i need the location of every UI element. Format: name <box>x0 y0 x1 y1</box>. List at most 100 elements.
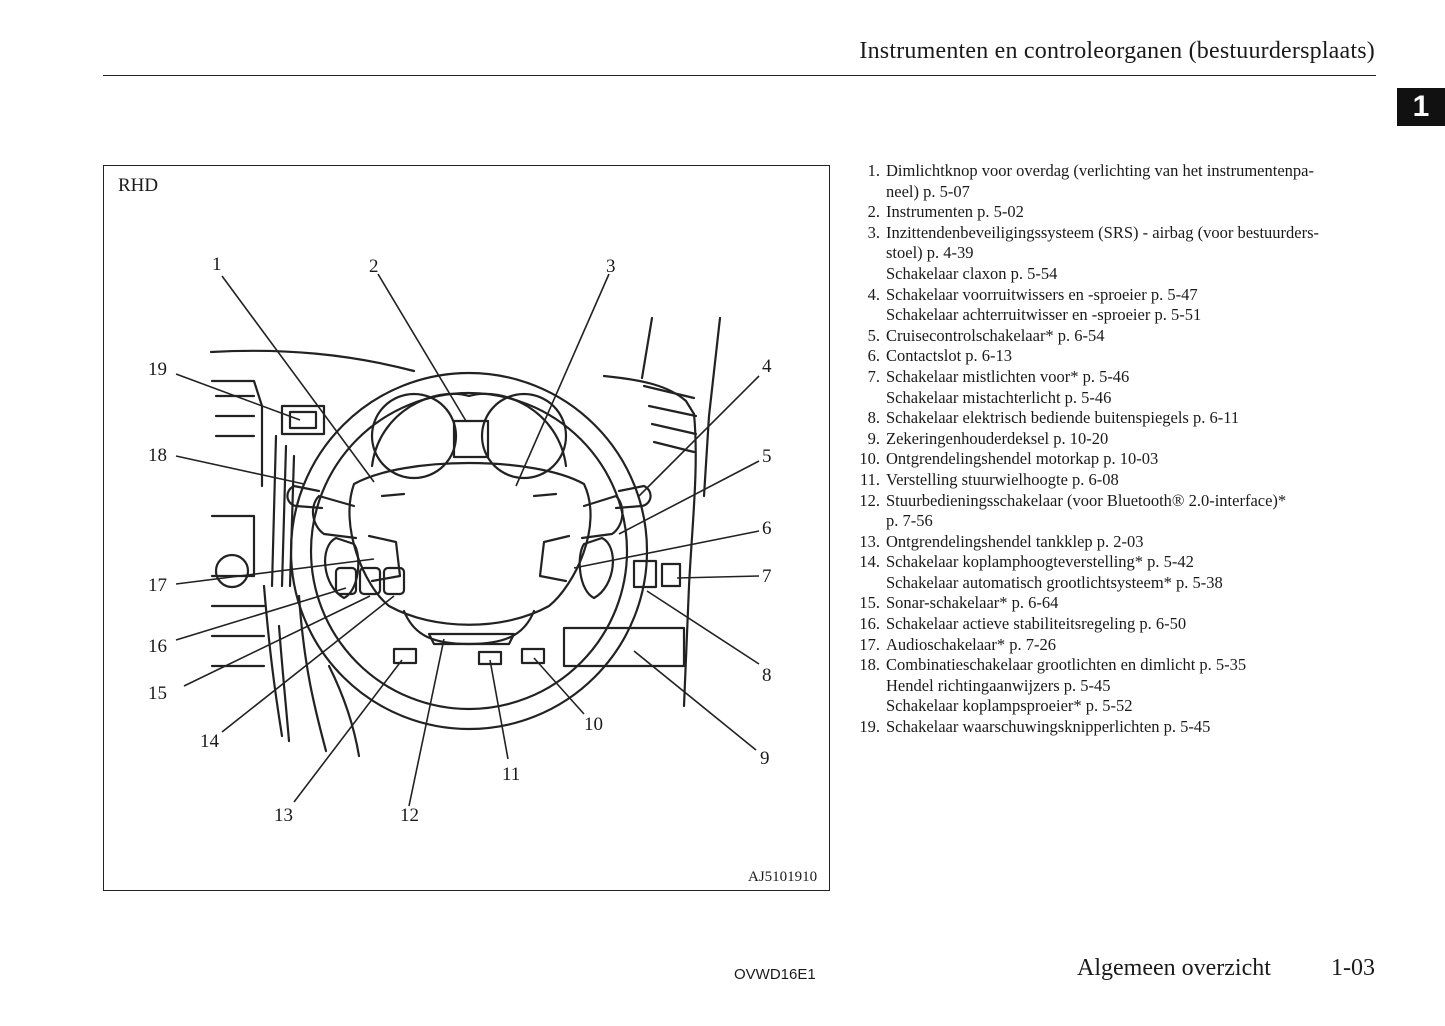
legend-item-line: Audioschakelaar* p. 7-26 <box>886 634 1056 654</box>
legend-item-number: 7. <box>867 366 880 386</box>
tachometer <box>370 392 458 480</box>
leader-14 <box>221 595 395 733</box>
legend-item-number: 11. <box>859 469 880 489</box>
callout-17: 17 <box>148 575 167 596</box>
legend-item-line: Schakelaar mistachterlicht p. 5-46 <box>886 387 1112 407</box>
legend-item-text: Cruisecontrolschakelaar* p. 6-54 <box>880 326 1368 347</box>
legend-item: 18.Combinatieschakelaar grootlichten en … <box>848 655 1368 717</box>
leader-15 <box>183 595 371 687</box>
legend-item: 19.Schakelaar waarschuwingsknipperlichte… <box>848 717 1368 738</box>
leader-4 <box>638 375 760 497</box>
leader-19 <box>175 373 301 421</box>
legend-item-number: 16. <box>859 614 880 634</box>
leader-lines <box>175 273 760 807</box>
windshield-pillar <box>640 316 654 380</box>
callout-16: 16 <box>148 636 167 657</box>
legend-item-number: 12. <box>859 490 880 510</box>
legend-item-number: 1. <box>867 161 880 180</box>
legend-item: 15.Sonar-schakelaar* p. 6-64 <box>848 593 1368 614</box>
steering-wheel-rim-outer <box>289 371 649 731</box>
legend-item-text: Schakelaar voorruitwissers en -sproeier … <box>880 285 1368 326</box>
lower-column-line <box>327 664 361 758</box>
legend-item-line: Dimlichtknop voor overdag (verlichting v… <box>886 161 1314 180</box>
right-spoke-switch-pad <box>578 536 614 600</box>
asc-switch <box>334 566 358 596</box>
leader-17 <box>175 558 375 585</box>
legend-item: 10.Ontgrendelingshendel motorkap p. 10-0… <box>848 449 1368 470</box>
steering-wheel-figure: 1 2 3 4 5 6 7 8 9 10 11 12 13 14 15 16 1… <box>103 165 830 891</box>
wiper-lever <box>614 484 652 510</box>
legend-item: 12. Stuurbedieningsschakelaar (voor Bluet… <box>848 491 1368 532</box>
legend-item-line: p. 7-56 <box>886 511 933 531</box>
legend-item-line: Schakelaar waarschuwingsknipperlichten p… <box>886 717 1211 737</box>
dash-top-right <box>602 374 696 416</box>
legend-item-line: Schakelaar elektrisch bediende buitenspi… <box>886 408 1240 428</box>
legend-item-line: Stuurbedieningsschakelaar (voor Bluetoot… <box>886 490 1287 510</box>
leader-5 <box>618 460 760 535</box>
leader-16 <box>175 587 347 641</box>
legend-item-text: Zekeringenhouderdeksel p. 10-20 <box>880 429 1368 450</box>
legend-item-number: 2. <box>867 202 880 222</box>
callout-13: 13 <box>274 805 293 826</box>
legend-item-number: 4. <box>867 284 880 304</box>
callout-5: 5 <box>762 446 772 467</box>
running-header-title: Instrumenten en controleorganen (bestuur… <box>859 38 1375 64</box>
callout-1: 1 <box>212 254 222 275</box>
legend-item-line: Ontgrendelingshendel tankklep p. 2-03 <box>886 531 1144 551</box>
cruise-switches <box>538 534 571 583</box>
legend-item-line: Instrumenten p. 5-02 <box>886 202 1024 222</box>
leader-7 <box>676 575 760 579</box>
legend-item: 11.Verstelling stuurwielhoogte p. 6-08 <box>848 470 1368 491</box>
hub-marks <box>380 492 558 498</box>
left-vent-frame <box>210 379 264 488</box>
legend-item-text: Inzittendenbeveiligingssysteem (SRS) - a… <box>880 223 1368 285</box>
fuse-cover <box>562 626 686 668</box>
legend-item-text: Verstelling stuurwielhoogte p. 6-08 <box>880 470 1368 491</box>
callout-numbers: 1 2 3 4 5 6 7 8 9 10 11 12 13 14 15 16 1… <box>148 254 772 826</box>
hazard-switch <box>288 410 318 430</box>
legend-item-text: Ontgrendelingshendel motorkap p. 10-03 <box>880 449 1368 470</box>
leader-8 <box>646 590 760 665</box>
callout-6: 6 <box>762 518 772 539</box>
a-pillar <box>702 316 722 498</box>
legend-item-line: Inzittendenbeveiligingssysteem (SRS) - a… <box>886 222 1320 242</box>
legend-item: 4.Schakelaar voorruitwissers en -sproeie… <box>848 285 1368 326</box>
dashboard-illustration: 1 2 3 4 5 6 7 8 9 10 11 12 13 14 15 16 1… <box>148 254 772 826</box>
bluetooth-switch <box>427 632 516 646</box>
footer-code: OVWD16E1 <box>734 966 816 983</box>
legend-item: 14.Schakelaar koplamphoogteverstelling* … <box>848 552 1368 593</box>
legend-item-number: 18. <box>859 655 880 675</box>
legend-item-number: 5. <box>867 325 880 345</box>
airbag-hub <box>348 461 592 626</box>
fog-switch <box>660 562 682 588</box>
ignition-slot <box>632 559 658 589</box>
left-console-edge <box>262 584 284 738</box>
left-vent-slats <box>214 394 256 438</box>
legend-item-number: 15. <box>859 593 880 613</box>
callout-15: 15 <box>148 683 167 704</box>
legend-item-number: 3. <box>867 222 880 242</box>
callout-18: 18 <box>148 445 167 466</box>
callout-12: 12 <box>400 805 419 826</box>
cluster-display <box>452 419 490 459</box>
legend-item-text: Schakelaar actieve stabiliteitsregeling … <box>880 614 1368 635</box>
legend-item-number: 10. <box>859 449 880 469</box>
combination-lever <box>286 484 324 510</box>
legend-item: 6.Contactslot p. 6-13 <box>848 346 1368 367</box>
callout-19: 19 <box>148 359 167 380</box>
callout-3: 3 <box>606 256 616 277</box>
callout-4: 4 <box>762 356 772 377</box>
legend-item: 17.Audioschakelaar* p. 7-26 <box>848 635 1368 656</box>
legend-item: 2. Instrumenten p. 5-02 <box>848 202 1368 223</box>
legend-item-line: Schakelaar koplampsproeier* p. 5-52 <box>886 696 1133 716</box>
callout-2: 2 <box>369 256 379 277</box>
legend-item-text: Schakelaar elektrisch bediende buitenspi… <box>880 408 1368 429</box>
chapter-tab: 1 <box>1397 88 1445 126</box>
hood-release-lever <box>520 647 546 665</box>
left-lower-slats <box>210 604 266 668</box>
header-rule <box>103 75 1376 76</box>
leader-2 <box>377 273 467 422</box>
legend-item-line: Schakelaar achterruitwisser en -sproeier… <box>886 305 1202 325</box>
